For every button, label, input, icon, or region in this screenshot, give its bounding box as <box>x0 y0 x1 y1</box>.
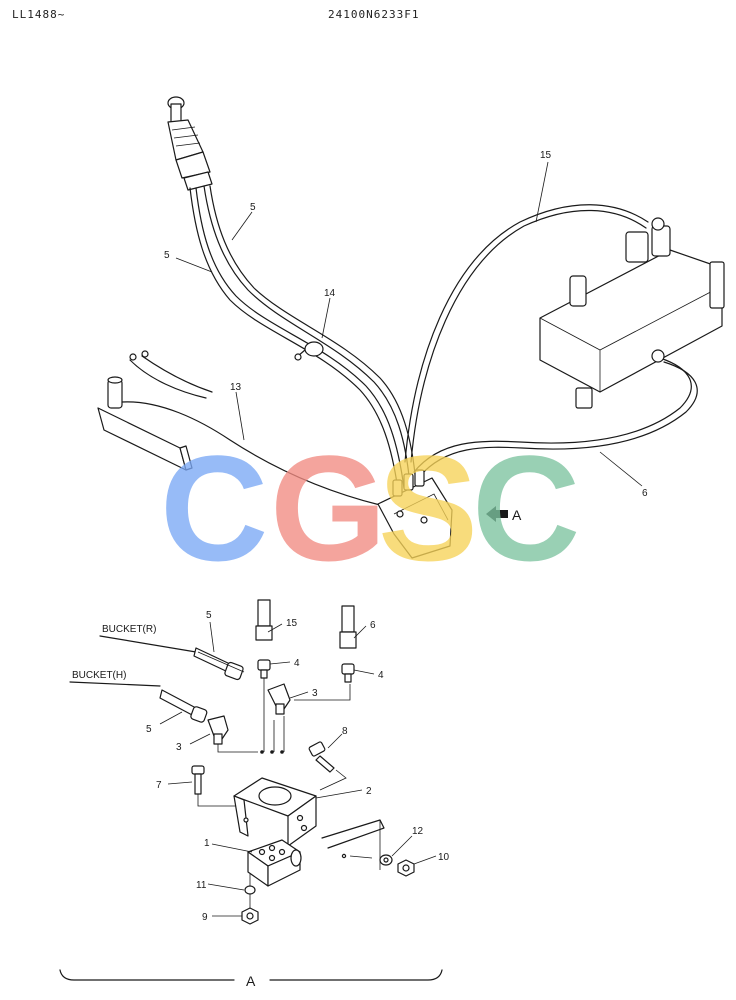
nut-10 <box>397 859 415 877</box>
label-part-5b: 5 <box>164 250 170 261</box>
view-a-arrow-label: A <box>512 507 522 523</box>
view-a-arrow: A <box>486 506 522 523</box>
watermark-letter-c1: C <box>160 424 268 592</box>
label-part-15: 15 <box>540 150 552 161</box>
watermark-letter-s: S <box>378 424 478 592</box>
label-part-5a: 5 <box>250 202 256 213</box>
label-p2: 2 <box>366 786 372 797</box>
joystick-lever <box>167 96 213 191</box>
washer-12 <box>379 854 393 866</box>
label-p1: 1 <box>204 838 210 849</box>
hose-end-6 <box>339 605 357 683</box>
label-p3-left: 3 <box>176 742 182 753</box>
watermark-letter-c2: C <box>472 424 580 592</box>
hose-15 <box>404 204 649 463</box>
pilot-hoses-5 <box>189 185 417 491</box>
label-part-6: 6 <box>642 488 648 499</box>
bracket-2 <box>233 777 317 847</box>
label-p15: 15 <box>286 618 298 629</box>
label-bucket-h: BUCKET(H) <box>72 670 126 681</box>
control-valve <box>539 217 725 409</box>
nut-9 <box>241 894 259 925</box>
label-p5-lower: 5 <box>146 724 152 735</box>
label-p11: 11 <box>196 880 207 891</box>
view-a-bracket: A <box>59 969 443 989</box>
pilot-valve-1 <box>247 839 302 887</box>
mounting-plate <box>321 819 385 870</box>
elbow-fitting-3-left <box>207 715 229 745</box>
assembly-center-lines <box>217 678 351 754</box>
diagram-range-code: LL1488~ <box>12 8 66 21</box>
bolt-8 <box>308 741 347 791</box>
exploded-leader-lines <box>159 621 437 917</box>
label-p4-left: 4 <box>294 658 300 669</box>
bolt-7 <box>191 765 238 807</box>
label-p4-right: 4 <box>378 670 384 681</box>
label-p10: 10 <box>438 852 450 863</box>
hose-fitting-5-lower <box>69 681 208 723</box>
label-p6: 6 <box>370 620 376 631</box>
hose-end-15 <box>255 599 273 679</box>
diagram-part-number: 24100N6233F1 <box>328 8 420 21</box>
label-p3-right: 3 <box>312 688 318 699</box>
label-p8: 8 <box>342 726 348 737</box>
hose-6 <box>413 357 698 477</box>
washer-11 <box>244 874 256 895</box>
switch-box-13 <box>97 350 381 506</box>
label-part-14: 14 <box>324 288 336 299</box>
hose-fitting-5-upper <box>99 635 245 681</box>
hose-clamp-14 <box>294 341 324 361</box>
label-p9: 9 <box>202 912 208 923</box>
watermark-letter-g: G <box>270 424 387 592</box>
label-p12: 12 <box>412 826 424 837</box>
cgsc-watermark: C G S C <box>160 424 580 592</box>
label-p5-upper: 5 <box>206 610 212 621</box>
label-bucket-r: BUCKET(R) <box>102 624 156 635</box>
fitting-block <box>377 469 453 559</box>
label-p7: 7 <box>156 780 162 791</box>
upper-leader-lines <box>175 161 643 487</box>
label-part-13: 13 <box>230 382 242 393</box>
view-a-caption: A <box>246 973 256 989</box>
elbow-fitting-3-right <box>267 683 291 715</box>
